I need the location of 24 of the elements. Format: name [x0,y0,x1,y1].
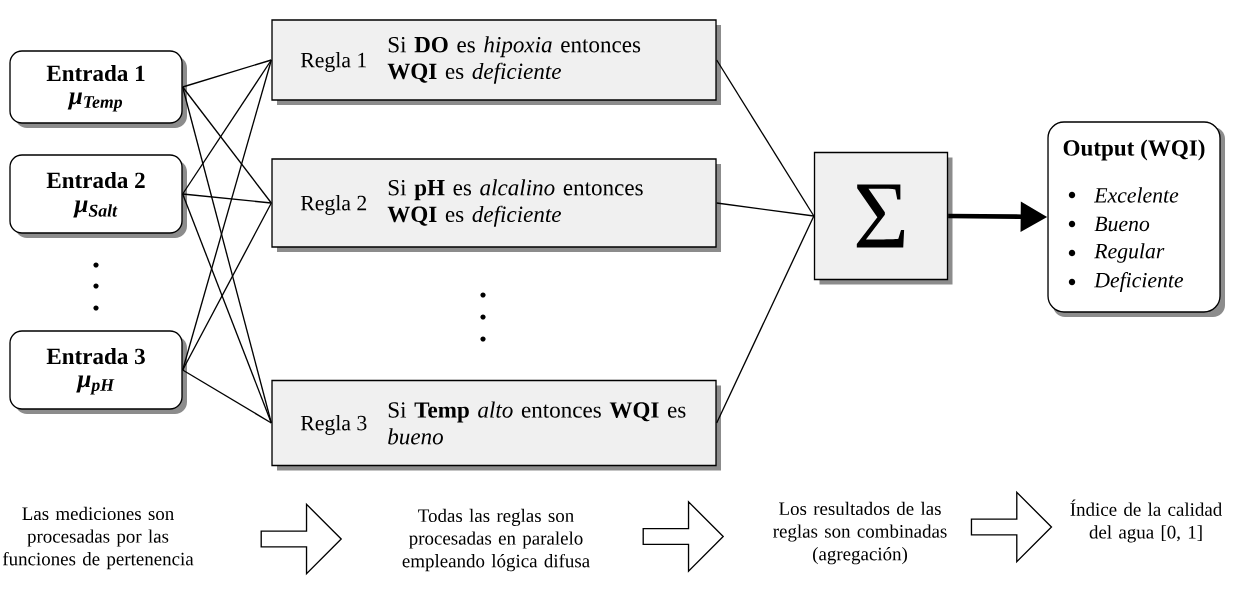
connector-line [182,59,272,371]
step-text: Los resultados de las reglas son combinadas (agregación) [773,501,947,565]
rule-box: Regla 1 Si DO es hipoxia entonces WQI es deficiente [271,19,721,105]
connector-line [182,59,272,195]
connector-line [182,86,272,424]
input-box: Entrada 3 μ$_{pH}$ [9,330,187,414]
step-text: Índice de la calidad del agua [0, 1] [1070,499,1222,543]
sum-box: Σ [813,151,953,285]
connector-line [182,369,272,424]
connector-line [716,59,815,217]
connector-line [182,193,272,204]
connector-line [182,59,272,88]
input-box: Entrada 1 μ$_{Temp}$ [9,50,187,128]
output-box: Output (WQI) Excelente Bueno Regular Deficiente [1047,121,1225,317]
connector-line [716,215,815,424]
connector-line [182,86,272,204]
connector-line [182,202,272,371]
rule-box: Regla 2 Si pH es alcalino entonces WQI es deficiente [271,158,721,252]
connector-line [182,193,272,424]
input-box: Entrada 2 μ$_{Salt}$ [9,154,187,238]
step-text: Todas las reglas son procesadas en paralelo empleando lógica difusa [402,508,590,572]
step-text: Las mediciones son procesadas por las funciones de pertenencia [2,506,194,570]
connector-line [716,202,815,217]
rule-box: Regla 3 Si Temp alto entonces WQI es bueno [271,379,721,471]
